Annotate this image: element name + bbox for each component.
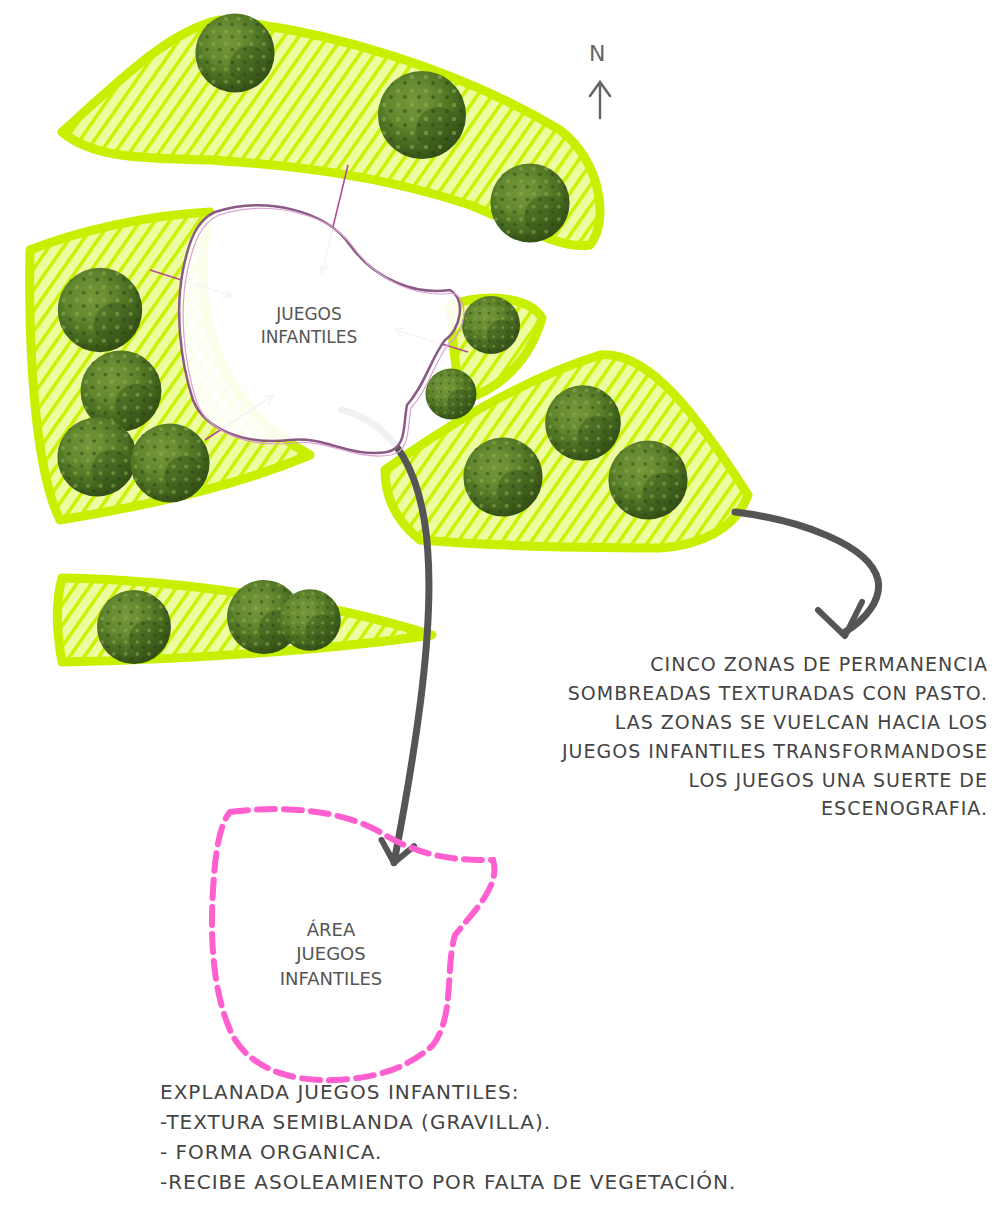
organic-outline (205, 800, 505, 1085)
play-area-blob: JUEGOS INFANTILES (175, 200, 467, 462)
note-text: CINCO ZONAS DE PERMANENCIA SOMBREADAS TE… (530, 650, 988, 823)
note-text: - FORMA ORGANICA. (160, 1140, 920, 1165)
play-area-outline: ÁREA JUEGOS INFANTILES (205, 800, 505, 1085)
area-label: ÁREA JUEGOS INFANTILES (275, 918, 387, 991)
north-arrow (590, 82, 610, 118)
flow-arrow (341, 410, 429, 863)
note-text: -TEXTURA SEMIBLANDA (GRAVILLA). (160, 1110, 920, 1135)
area-label: JUEGOS INFANTILES (253, 303, 365, 349)
note-text: EXPLANADA JUEGOS INFANTILES: (160, 1080, 920, 1105)
note-text: -RECIBE ASOLEAMIENTO POR FALTA DE VEGETA… (160, 1170, 960, 1195)
north-label: N (589, 42, 619, 66)
